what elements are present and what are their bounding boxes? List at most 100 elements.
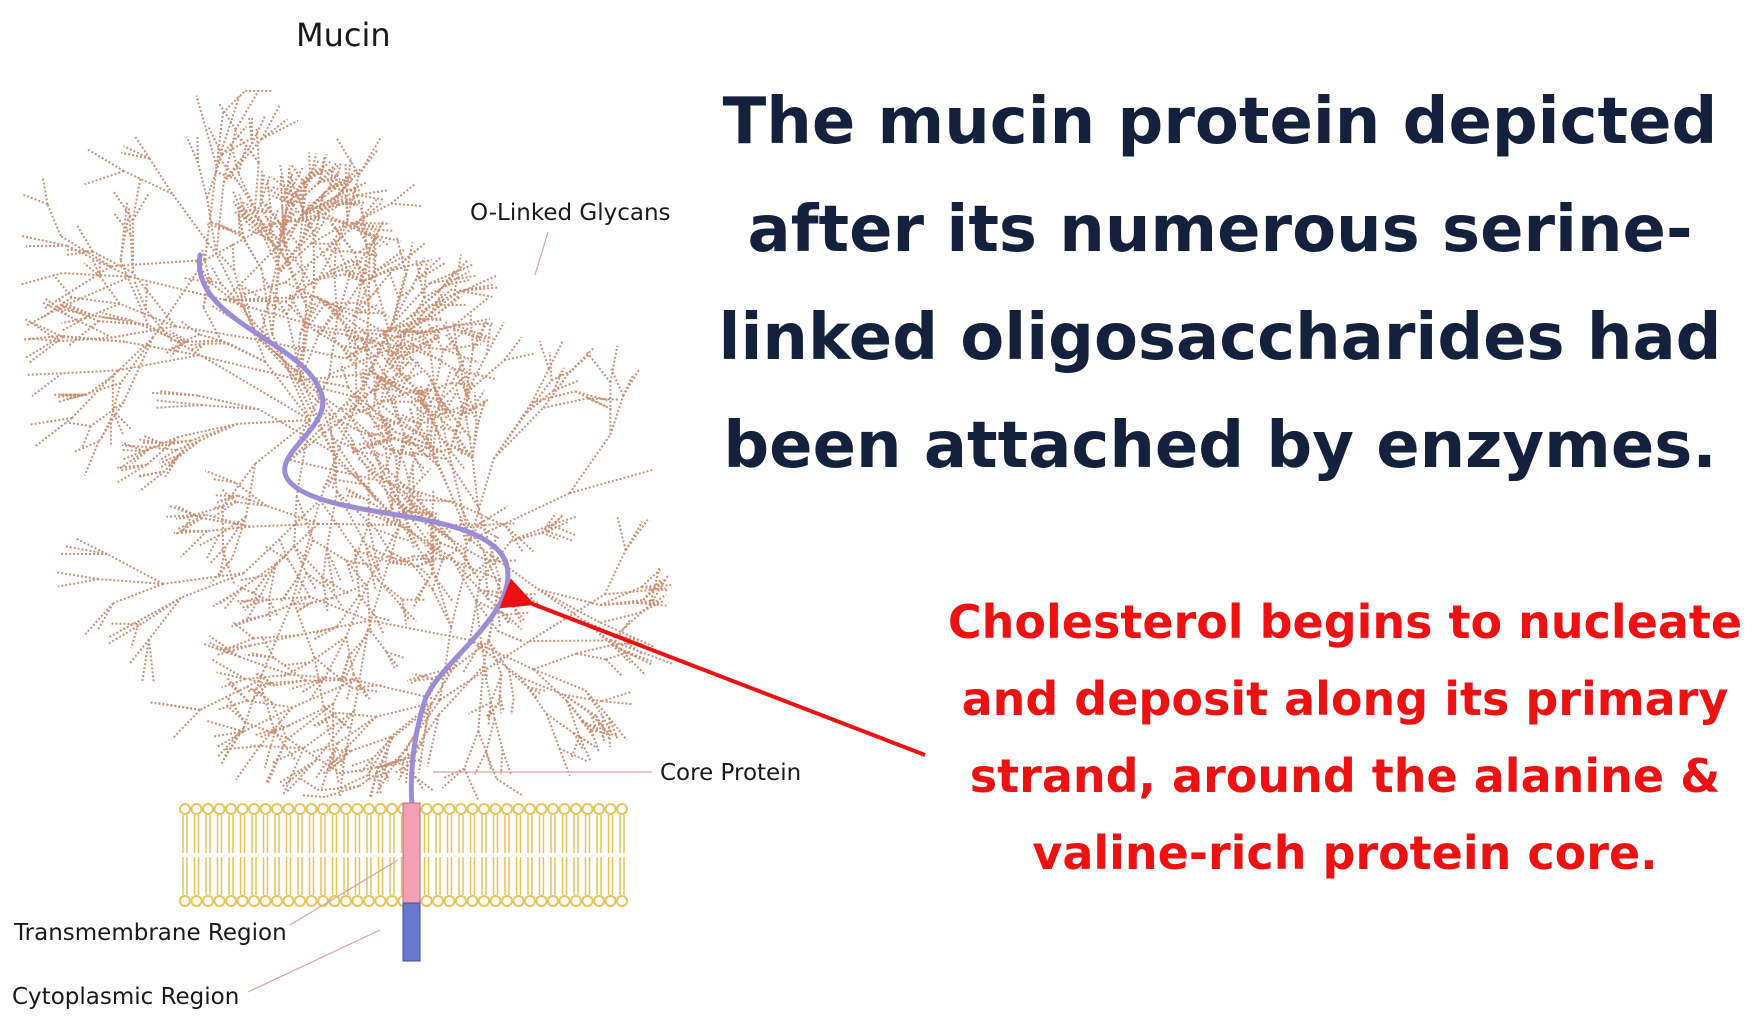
glycan-branch xyxy=(360,329,388,362)
glycan-branch xyxy=(217,730,245,748)
glycan-branch xyxy=(315,711,338,728)
glycan-branch xyxy=(382,330,430,377)
glycan-branch xyxy=(285,759,317,793)
glycan-branch xyxy=(605,650,631,661)
glycan-branch xyxy=(345,559,367,586)
glycan-branch xyxy=(321,549,328,582)
glycan-branch xyxy=(322,576,350,596)
glycan-branch xyxy=(456,351,467,395)
glycan-branch xyxy=(477,666,485,732)
glycan-branch xyxy=(73,440,100,454)
glycan-branch xyxy=(312,742,338,753)
lipid-head xyxy=(616,803,628,815)
lipid-head xyxy=(386,803,398,815)
glycan-branch xyxy=(591,729,618,737)
glycan-branch xyxy=(383,385,403,394)
glycan-branch xyxy=(431,589,453,628)
glycan-branch xyxy=(302,185,308,212)
glycan-branch xyxy=(344,326,361,343)
glycan-branch xyxy=(361,451,384,456)
lipid-head xyxy=(374,895,387,907)
glycan-branch xyxy=(315,752,334,778)
lipid-head xyxy=(478,803,490,815)
glycan-branch xyxy=(195,95,218,166)
glycan-branch xyxy=(281,173,294,203)
glycan-branch xyxy=(414,262,446,282)
glycan-branch xyxy=(398,602,410,620)
glycan-branch xyxy=(360,204,369,254)
glycan-branch xyxy=(421,402,454,431)
glycan-branch xyxy=(231,242,236,271)
glycan-branch xyxy=(221,678,246,689)
glycan-branch xyxy=(366,524,401,585)
glycan-branch xyxy=(223,588,243,610)
lipid-head xyxy=(558,895,571,907)
glycan-branch xyxy=(338,757,346,798)
glycan-branch xyxy=(465,387,469,418)
glycan-branch xyxy=(569,468,654,495)
glycan-branch xyxy=(405,242,414,275)
glycan-branch xyxy=(440,542,461,552)
glycan-branch xyxy=(292,181,321,207)
glycan-branch xyxy=(41,300,71,318)
glycan-branch xyxy=(378,414,397,434)
glycan-branch xyxy=(450,580,464,628)
glycan-branch xyxy=(364,430,393,440)
glycan-branch xyxy=(389,702,433,738)
glycan-branch xyxy=(489,674,503,703)
glycan-branch xyxy=(360,451,378,472)
glycan-branch xyxy=(399,304,433,337)
glycan-branch xyxy=(31,322,60,343)
lipid-head xyxy=(190,803,203,815)
glycan-branch xyxy=(590,730,601,753)
glycan-branch xyxy=(272,186,298,198)
glycan-branch xyxy=(399,481,417,498)
glycan-branch xyxy=(485,718,496,752)
glycan-branch xyxy=(237,419,311,425)
glycan-branch xyxy=(496,607,510,624)
lipid-head xyxy=(593,895,605,907)
lipid-head xyxy=(351,803,364,815)
glycan-branch xyxy=(453,254,462,296)
glycan-branch xyxy=(201,249,212,284)
glycan-branch xyxy=(41,176,49,205)
glycan-branch xyxy=(298,601,312,612)
glycan-branch xyxy=(316,295,385,333)
glycan-branch xyxy=(243,706,293,733)
glycan-branch xyxy=(442,327,469,351)
glycan-branch xyxy=(245,463,257,517)
glycan-branch xyxy=(487,702,492,719)
glycan-branch xyxy=(417,498,458,503)
glycan-branch xyxy=(406,673,427,682)
glycan-branch xyxy=(495,777,524,798)
lipid-head xyxy=(547,803,559,815)
glycan-branch xyxy=(369,630,388,653)
glycan-branch xyxy=(399,294,455,338)
glycan-branch xyxy=(358,409,383,422)
glycan-branch xyxy=(601,690,633,703)
lipid-head xyxy=(213,803,226,815)
glycan-branch xyxy=(399,312,439,337)
glycan-branch xyxy=(316,295,363,331)
glycan-branch xyxy=(294,333,302,380)
glycan-branch xyxy=(267,595,311,601)
glycan-branch xyxy=(398,602,417,623)
headline-line: been attached by enzymes. xyxy=(723,409,1717,483)
glycan-branch xyxy=(293,496,298,547)
glycan-branch xyxy=(338,419,370,437)
glycan-branch xyxy=(267,598,272,621)
glycan-branch xyxy=(568,434,612,494)
glycan-branch xyxy=(294,328,309,380)
glycan-branch xyxy=(380,446,395,478)
lipid-head xyxy=(248,803,260,815)
lipid-head xyxy=(593,803,605,815)
glycan-branch xyxy=(245,673,291,680)
glycan-branch xyxy=(450,556,481,591)
glycan-branch xyxy=(537,588,585,622)
glycan-branch xyxy=(61,334,125,343)
glycan-branch xyxy=(265,545,289,561)
glycan-branch xyxy=(611,619,631,646)
glycan-branch xyxy=(302,215,314,239)
glycan-branch xyxy=(384,448,392,488)
glycan-branch xyxy=(510,524,552,542)
